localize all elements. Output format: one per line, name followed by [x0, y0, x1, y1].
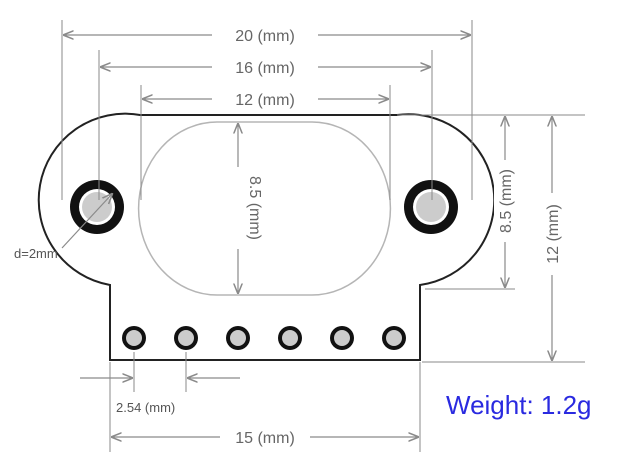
sensor-window	[137, 121, 392, 296]
header-pin	[174, 326, 198, 350]
header-pin	[330, 326, 354, 350]
header-pin	[278, 326, 302, 350]
label-board-height-total: 12 (mm)	[545, 204, 562, 264]
label-hole-diameter: d=2mm	[14, 246, 58, 261]
mounting-hole-left	[70, 180, 124, 234]
weight-label: Weight: 1.2g	[446, 390, 592, 420]
label-header-width: 15 (mm)	[235, 430, 295, 447]
label-pin-pitch: 2.54 (mm)	[116, 400, 175, 415]
label-total-width: 20 (mm)	[235, 28, 295, 45]
mounting-hole-right	[404, 180, 458, 234]
leader-hole-diameter	[61, 194, 112, 249]
label-board-height-upper: 8.5 (mm)	[498, 169, 515, 233]
header-pin	[226, 326, 250, 350]
label-window-width: 12 (mm)	[235, 92, 295, 109]
sensor-board-outline	[37, 112, 496, 361]
label-hole-spacing: 16 (mm)	[235, 60, 295, 77]
header-pin	[382, 326, 406, 350]
label-window-height: 8.5 (mm)	[246, 176, 263, 240]
header-pin	[122, 326, 146, 350]
header-pin-row	[122, 326, 406, 350]
